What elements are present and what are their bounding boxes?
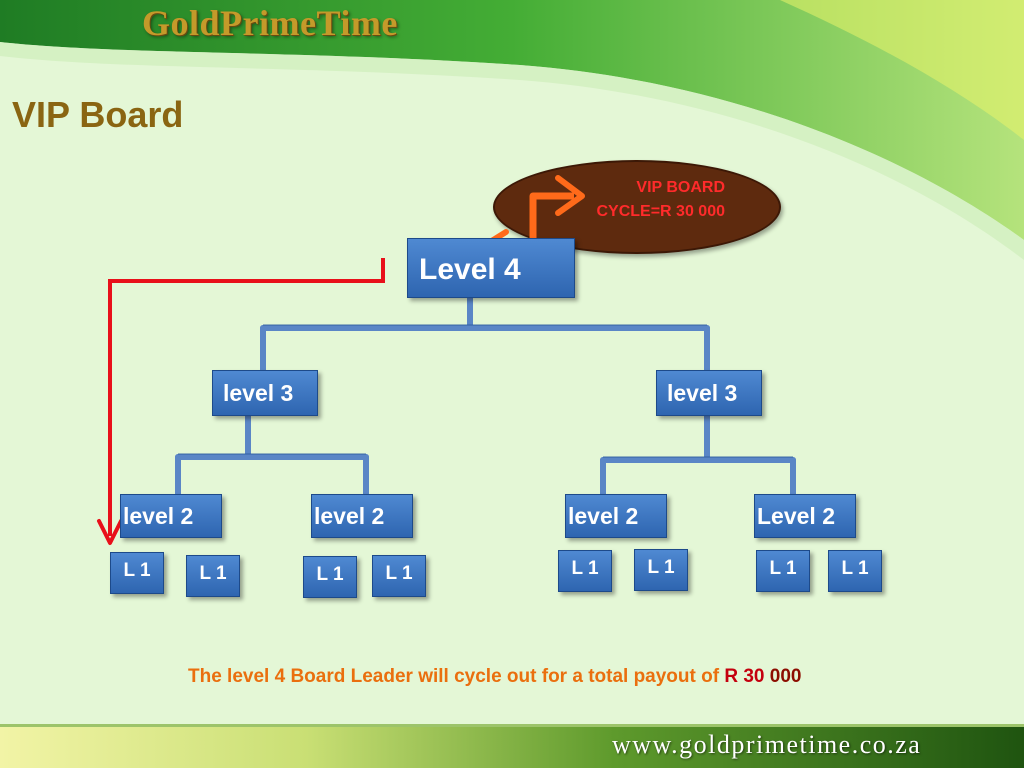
vip-board-label: VIP BOARD [636, 179, 725, 196]
level-1-box-7: L 1 [756, 550, 810, 592]
payout-amount-rest: 000 [769, 666, 802, 687]
level-1-box-2: L 1 [186, 555, 240, 597]
level-1-box-3: L 1 [303, 556, 357, 598]
red-arrowhead-icon [97, 519, 123, 545]
level-2-box-3: level 2 [565, 494, 667, 538]
level-3-box-left: level 3 [212, 370, 318, 416]
cycle-amount-label: CYCLE=R 30 000 [596, 203, 725, 220]
vip-cycle-label: VIP BOARD CYCLE=R 30 000 [570, 176, 725, 224]
payout-amount-thousands: 30 [743, 666, 765, 687]
level-1-box-6: L 1 [634, 549, 688, 591]
level-1-box-4: L 1 [372, 555, 426, 597]
logo: GoldPrimeTime [142, 3, 398, 43]
red-cycle-arrow [108, 258, 385, 536]
level-2-box-2: level 2 [311, 494, 413, 538]
payout-currency: R [724, 666, 739, 687]
level-4-box: Level 4 [407, 238, 575, 298]
orange-arrowhead-up-icon [555, 175, 585, 216]
level-2-box-1: level 2 [120, 494, 222, 538]
payout-caption: The level 4 Board Leader will cycle out … [188, 666, 801, 688]
payout-caption-text: The level 4 Board Leader will cycle out … [188, 666, 725, 687]
level-2-box-4: Level 2 [754, 494, 856, 538]
level-1-box-8: L 1 [828, 550, 882, 592]
level-1-box-1: L 1 [110, 552, 164, 594]
website-url: www.goldprimetime.co.za [612, 730, 922, 759]
level-1-box-5: L 1 [558, 550, 612, 592]
level-3-box-right: level 3 [656, 370, 762, 416]
page-title: VIP Board [12, 94, 184, 135]
